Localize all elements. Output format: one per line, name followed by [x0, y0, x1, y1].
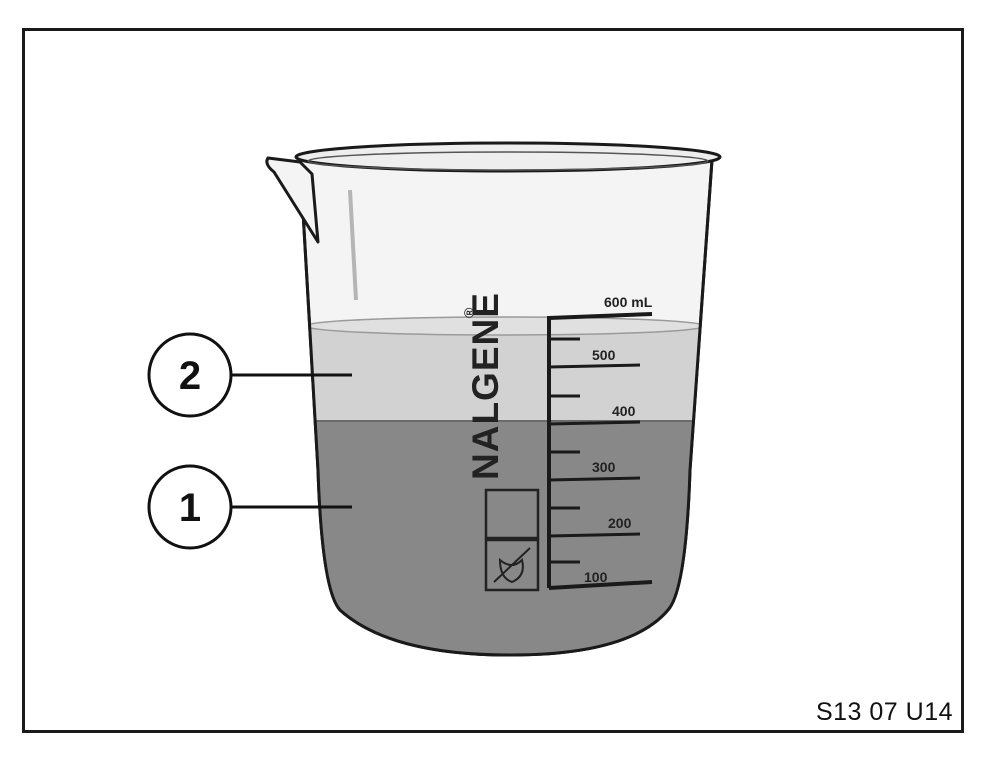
brand-registered-mark: ®: [461, 307, 477, 318]
scale-label-100: 100: [584, 569, 608, 585]
scale-label-600: 600 mL: [604, 294, 653, 310]
glass-reflection: [348, 189, 358, 301]
recycle-box: [484, 538, 540, 592]
figure-code: S13 07 U14: [815, 698, 953, 726]
scale-label-300: 300: [592, 459, 616, 475]
callout-2-label: 2: [179, 354, 201, 398]
callout-1-label: 1: [179, 486, 201, 530]
no-microwave-icon: [493, 547, 531, 584]
scale-label-400: 400: [612, 403, 636, 419]
brand-label: NALGENE: [465, 292, 506, 480]
scale-label-500: 500: [592, 347, 616, 363]
beaker-spout: [265, 156, 320, 244]
info-box: [484, 488, 540, 540]
graduation-scale: [547, 312, 653, 590]
beaker-rim: [294, 141, 722, 173]
callout-1: 1: [147, 464, 352, 550]
upper-liquid-layer: [300, 326, 712, 422]
callout-2: 2: [147, 332, 352, 418]
scale-label-200: 200: [608, 515, 632, 531]
